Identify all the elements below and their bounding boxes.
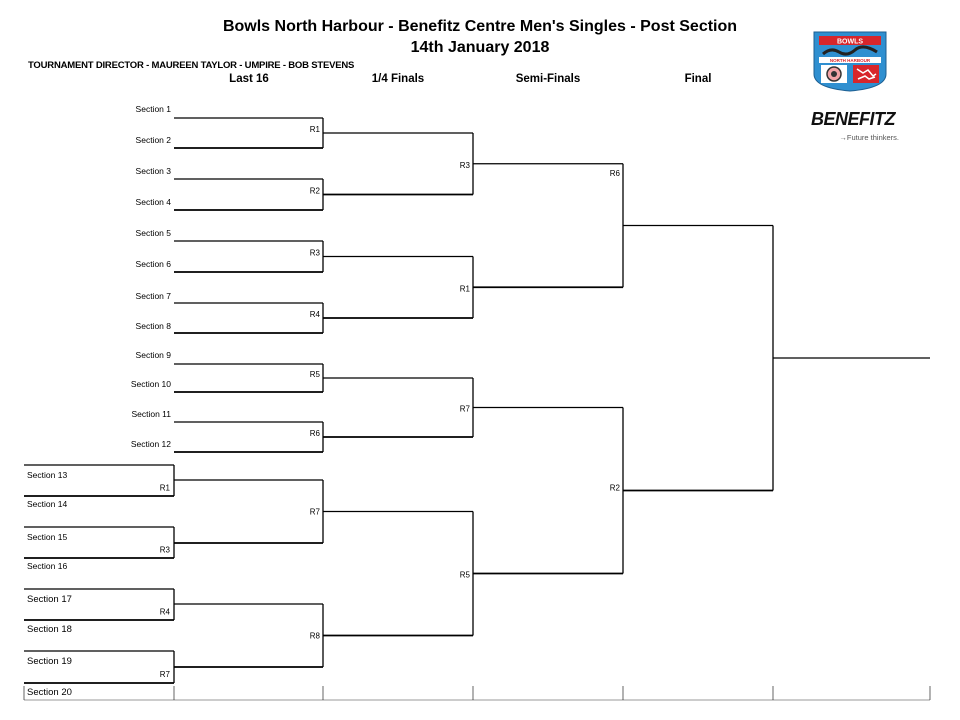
- section-label: Section 10: [131, 379, 171, 389]
- rink-label: R1: [310, 125, 321, 134]
- round-heading-last16: Last 16: [229, 73, 269, 85]
- section-label: Section 16: [27, 561, 67, 571]
- section-label: Section 15: [27, 532, 67, 542]
- section-label: Section 19: [27, 656, 72, 667]
- rink-label: R7: [460, 405, 471, 414]
- officials-line: TOURNAMENT DIRECTOR - MAUREEN TAYLOR - U…: [28, 60, 355, 71]
- rink-label: R4: [160, 608, 171, 617]
- logo-subtext: NORTH HARBOUR: [830, 58, 871, 63]
- section-label: Section 2: [136, 135, 172, 145]
- sponsor-logo: BENEFITZ →Future thinkers.: [811, 110, 911, 142]
- rink-label: R7: [160, 670, 171, 679]
- section-label: Section 18: [27, 624, 72, 635]
- sponsor-tagline: →Future thinkers.: [839, 133, 899, 142]
- round-heading-quarterfinals: 1/4 Finals: [371, 73, 425, 85]
- section-label: Section 17: [27, 594, 72, 605]
- section-label: Section 1: [136, 104, 172, 114]
- section-label: Section 7: [136, 291, 172, 301]
- rink-label: R6: [310, 429, 321, 438]
- section-label: Section 12: [131, 439, 171, 449]
- rink-label: R6: [610, 169, 621, 178]
- rink-label: R3: [160, 546, 171, 555]
- tournament-date: 14th January 2018: [410, 39, 550, 56]
- bowls-north-harbour-logo: BOWLS NORTH HARBOUR: [811, 30, 889, 92]
- tournament-title: Bowls North Harbour - Benefitz Centre Me…: [222, 18, 738, 35]
- sponsor-tagline-text: Future thinkers.: [846, 133, 899, 142]
- rink-label: R3: [310, 249, 321, 258]
- rink-label: R1: [160, 484, 171, 493]
- section-label: Section 14: [27, 499, 67, 509]
- rink-label: R7: [310, 508, 321, 517]
- rink-label: R1: [460, 284, 471, 293]
- logo-text: BOWLS: [837, 39, 863, 46]
- section-label: Section 6: [136, 259, 172, 269]
- section-label: Section 20: [27, 687, 72, 698]
- rink-label: R5: [310, 370, 321, 379]
- rink-label: R8: [310, 632, 321, 641]
- section-label: Section 5: [136, 228, 172, 238]
- section-label: Section 11: [131, 409, 171, 419]
- sponsor-name: BENEFITZ: [811, 109, 896, 129]
- rink-label: R2: [310, 187, 321, 196]
- rink-label: R3: [460, 161, 471, 170]
- section-label: Section 9: [136, 350, 172, 360]
- rink-label: R5: [460, 571, 471, 580]
- section-label: Section 8: [136, 321, 172, 331]
- round-heading-final: Final: [684, 73, 712, 85]
- rink-label: R4: [310, 310, 321, 319]
- round-heading-semifinals: Semi-Finals: [515, 73, 581, 85]
- section-label: Section 13: [27, 470, 67, 480]
- section-label: Section 4: [136, 197, 172, 207]
- rink-label: R2: [610, 484, 621, 493]
- section-label: Section 3: [136, 166, 172, 176]
